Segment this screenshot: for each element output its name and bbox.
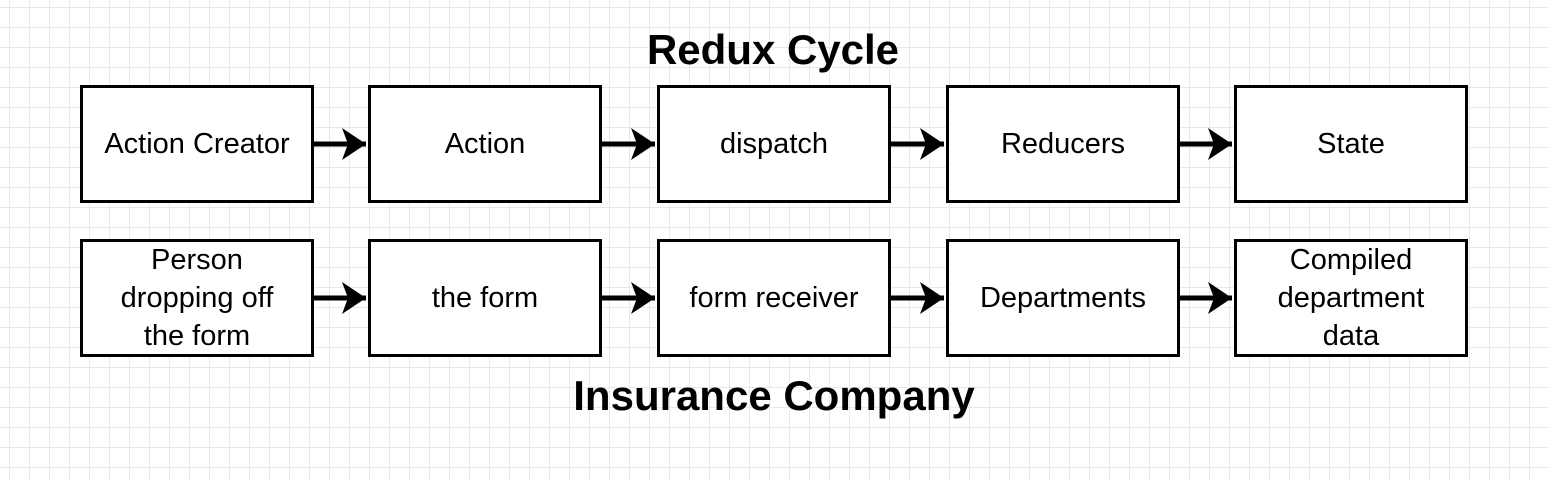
insurance-step-departments: Departments: [946, 239, 1180, 357]
row1-arrows: [314, 128, 1232, 160]
arrowhead: [342, 128, 366, 160]
insurance-step-form-receiver: form receiver: [657, 239, 891, 357]
step-label: dispatch: [719, 128, 828, 160]
redux-step-action: Action: [368, 85, 602, 203]
arrowhead: [342, 282, 366, 314]
insurance-step-compiled-data: Compiled department data: [1234, 239, 1468, 357]
redux-step-state: State: [1234, 85, 1468, 203]
step-label: Person dropping off the form: [120, 244, 274, 352]
redux-step-dispatch: dispatch: [657, 85, 891, 203]
arrowhead: [1208, 128, 1232, 160]
insurance-step-person: Person dropping off the form: [80, 239, 314, 357]
step-label: Action Creator: [104, 128, 290, 160]
step-label: the form: [431, 282, 539, 314]
arrowhead: [920, 282, 944, 314]
step-label: State: [1317, 128, 1385, 160]
row2-arrows: [314, 282, 1232, 314]
redux-cycle-title: Redux Cycle: [646, 26, 900, 73]
step-label: Departments: [979, 282, 1146, 314]
insurance-company-title: Insurance Company: [573, 372, 975, 419]
redux-step-action-creator: Action Creator: [80, 85, 314, 203]
arrowhead: [631, 128, 655, 160]
step-label: Compiled department data: [1277, 244, 1425, 352]
step-label: Reducers: [1000, 128, 1126, 160]
arrowhead: [920, 128, 944, 160]
step-label: Action: [444, 128, 526, 160]
insurance-step-form: the form: [368, 239, 602, 357]
redux-step-reducers: Reducers: [946, 85, 1180, 203]
step-label: form receiver: [689, 282, 859, 314]
arrowhead: [1208, 282, 1232, 314]
arrowhead: [631, 282, 655, 314]
